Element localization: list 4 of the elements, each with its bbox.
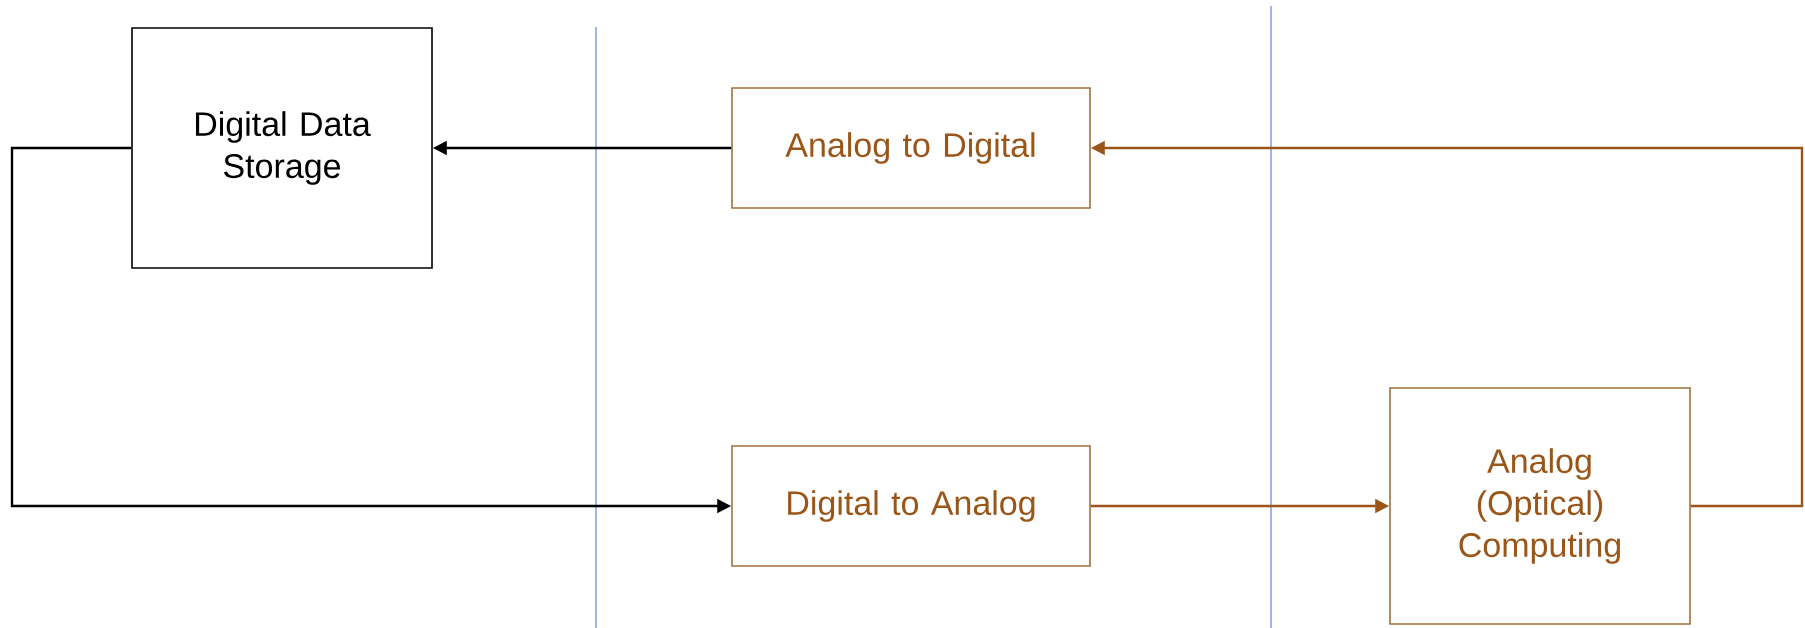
process-box: Analog (Optical) Computing [1389,387,1691,625]
process-box: Analog to Digital [731,87,1091,209]
process-box: Digital to Analog [731,445,1091,567]
process-box: Digital Data Storage [131,27,433,269]
